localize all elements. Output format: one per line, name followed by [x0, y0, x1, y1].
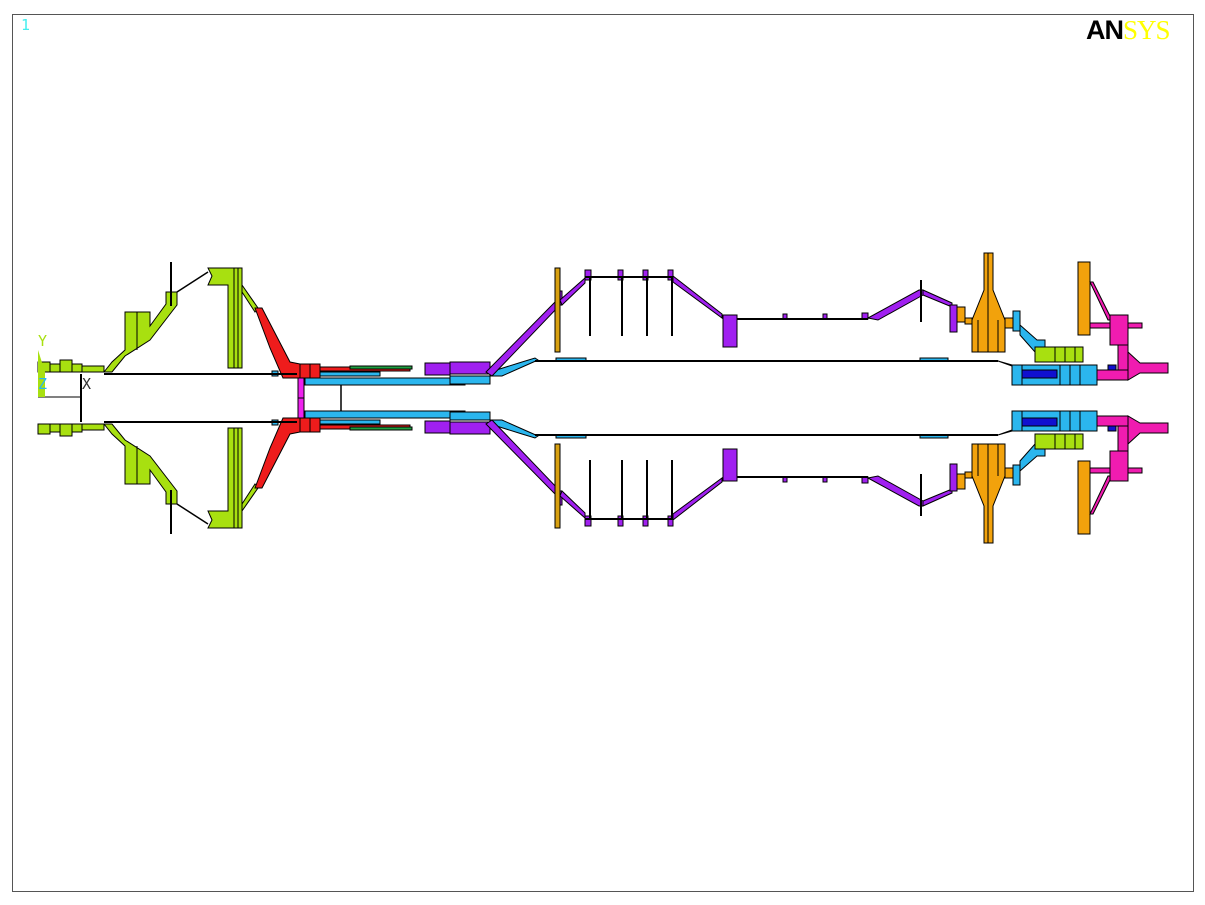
model-upper-half [37, 252, 1169, 399]
ansys-logo: ANSYS [1086, 15, 1171, 46]
triad-x-label: X [82, 375, 91, 393]
logo-an: AN [1086, 15, 1124, 45]
triad-z-label: Z [38, 375, 47, 393]
model-lower-half [37, 397, 1169, 544]
window-number-label: 1 [21, 16, 31, 34]
triad-y-label: Y [38, 332, 47, 350]
triad-icon [38, 350, 45, 397]
logo-sys: SYS [1123, 15, 1171, 45]
